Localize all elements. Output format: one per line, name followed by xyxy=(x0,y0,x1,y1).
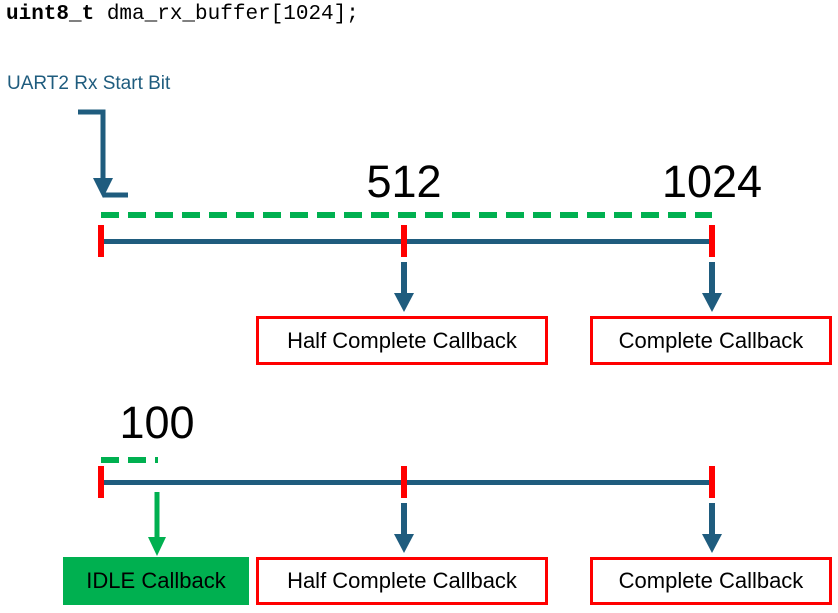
top-bar-tick-start xyxy=(98,225,104,257)
callback-box-half-complete-top[interactable]: Half Complete Callback xyxy=(256,316,548,365)
bottom-bar-tick-end xyxy=(709,466,715,498)
code-keyword: uint8_t xyxy=(6,3,95,26)
code-declaration: uint8_t dma_rx_buffer[1024]; xyxy=(6,3,359,26)
uart-start-bit-label: UART2 Rx Start Bit xyxy=(7,73,171,94)
bottom-bar-dashed-fill xyxy=(101,457,158,463)
callback-box-idle[interactable]: IDLE Callback xyxy=(63,557,249,605)
callback-box-half-complete-bottom[interactable]: Half Complete Callback xyxy=(256,557,548,605)
top-bar-dashed-fill xyxy=(101,212,712,218)
bottom-half-complete-arrow-icon xyxy=(394,503,414,553)
label-1024: 1024 xyxy=(661,156,763,207)
bottom-bar-tick-start xyxy=(98,466,104,498)
bottom-bar-tick-half xyxy=(401,466,407,498)
start-bit-arrow-icon xyxy=(78,109,128,198)
idle-callback-arrow-icon xyxy=(148,492,166,556)
top-bar-tick-half xyxy=(401,225,407,257)
label-100: 100 xyxy=(119,397,195,448)
label-512: 512 xyxy=(366,156,442,207)
code-declaration-rest: dma_rx_buffer[1024]; xyxy=(94,3,359,26)
bottom-complete-arrow-icon xyxy=(702,503,722,553)
callback-box-complete-bottom[interactable]: Complete Callback xyxy=(590,557,832,605)
top-bar-tick-end xyxy=(709,225,715,257)
top-half-complete-arrow-icon xyxy=(394,262,414,312)
callback-box-complete-top[interactable]: Complete Callback xyxy=(590,316,832,365)
top-complete-arrow-icon xyxy=(702,262,722,312)
